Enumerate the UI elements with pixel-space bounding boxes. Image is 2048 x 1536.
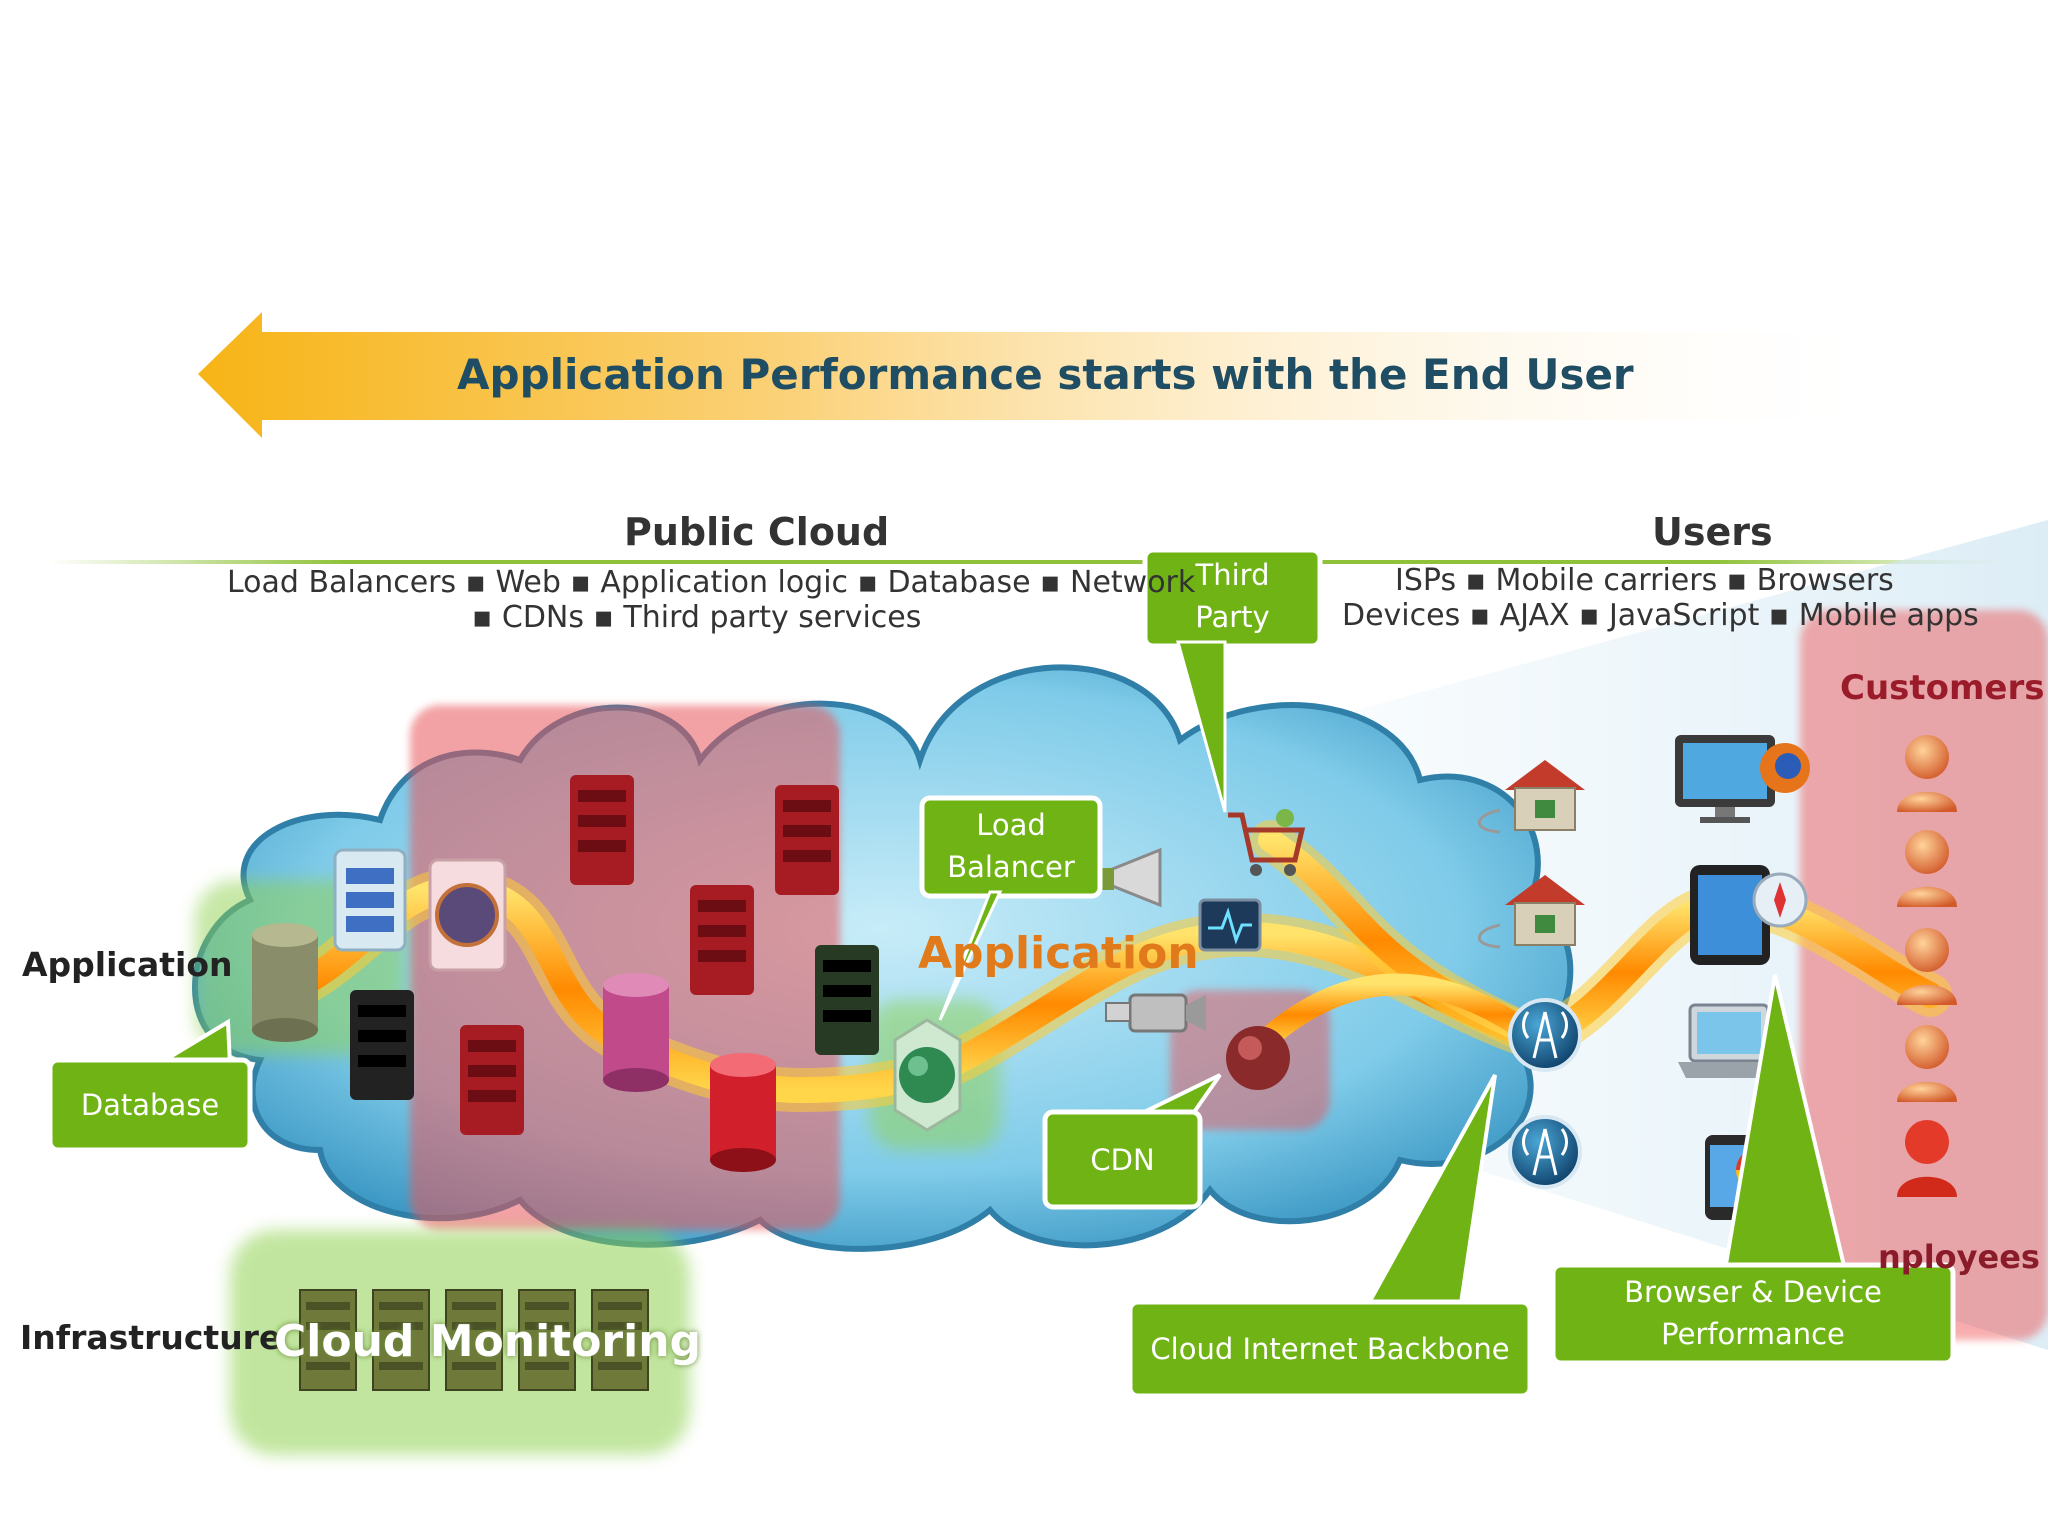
person-icon bbox=[1897, 928, 1957, 1005]
users-components-line1: ISPs ▪ Mobile carriers ▪ Browsers bbox=[1395, 563, 1894, 598]
public-cloud-components-line1: Load Balancers ▪ Web ▪ Application logic… bbox=[227, 565, 1196, 600]
network-tower-icon bbox=[1508, 1115, 1582, 1189]
third-party-callout-line1: Third bbox=[1195, 558, 1270, 592]
server-rack-icon bbox=[350, 990, 414, 1100]
browser-device-callout-label: Browser & Device Performance bbox=[1553, 1271, 1953, 1355]
third-party-callout bbox=[1142, 547, 1323, 813]
cdn-callout bbox=[1042, 1073, 1222, 1210]
megaphone-icon bbox=[1100, 847, 1162, 908]
users-heading: Users bbox=[1652, 510, 1773, 554]
globe-server-icon bbox=[428, 858, 507, 972]
load-balancer-callout-label: Load Balancer bbox=[922, 804, 1100, 888]
web-server-stack-icon bbox=[333, 848, 407, 952]
cloud-application-label: Application bbox=[918, 928, 1199, 979]
person-icon bbox=[1897, 735, 1957, 812]
infrastructure-servers bbox=[299, 1289, 649, 1391]
employees-label: nployees bbox=[1878, 1238, 2040, 1276]
load-balancer-callout bbox=[919, 795, 1103, 1021]
third-party-callout-line2: Party bbox=[1195, 600, 1270, 634]
backbone-callout bbox=[1127, 1074, 1533, 1399]
load-balancer-callout-line2: Balancer bbox=[947, 850, 1075, 884]
person-icon bbox=[1897, 1025, 1957, 1102]
database-icon bbox=[710, 1053, 776, 1172]
shopping-cart-icon bbox=[1228, 809, 1306, 876]
database-icon bbox=[603, 973, 669, 1092]
application-row-label: Application bbox=[22, 945, 233, 984]
banner-arrow bbox=[198, 312, 1900, 438]
database-icon bbox=[252, 923, 318, 1042]
server-rack-icon bbox=[460, 1025, 524, 1135]
house-icon bbox=[1477, 760, 1585, 834]
database-callout bbox=[47, 1018, 253, 1153]
server-rack-icon bbox=[775, 785, 839, 895]
cdn-callout-label: CDN bbox=[1090, 1143, 1155, 1177]
server-rack-icon bbox=[815, 945, 879, 1055]
load-balancer-globe-icon bbox=[893, 1018, 962, 1132]
server-rack-icon bbox=[690, 885, 754, 995]
public-cloud-heading: Public Cloud bbox=[624, 510, 890, 554]
infrastructure-row-label: Infrastructure bbox=[20, 1318, 282, 1357]
person-icon bbox=[1897, 1120, 1957, 1197]
house-icon bbox=[1477, 875, 1585, 949]
cdn-globe-icon bbox=[1226, 1026, 1290, 1090]
person-icon bbox=[1897, 830, 1957, 907]
browser-device-callout-line2: Performance bbox=[1661, 1317, 1845, 1351]
header-divider-line bbox=[50, 560, 2010, 564]
browser-device-callout-line1: Browser & Device bbox=[1624, 1275, 1882, 1309]
desktop-firefox-icon bbox=[1675, 735, 1810, 823]
monitor-icon bbox=[1198, 898, 1262, 952]
users-components-line2: Devices ▪ AJAX ▪ JavaScript ▪ Mobile app… bbox=[1342, 598, 1979, 633]
cloud-monitoring-label: Cloud Monitoring bbox=[274, 1316, 702, 1367]
load-balancer-callout-line1: Load bbox=[976, 808, 1046, 842]
backbone-callout-label: Cloud Internet Backbone bbox=[1150, 1332, 1510, 1366]
tablet-safari-icon bbox=[1690, 865, 1808, 965]
browser-device-callout bbox=[1550, 974, 1956, 1366]
server-rack-icon bbox=[570, 775, 634, 885]
video-camera-icon bbox=[1105, 993, 1206, 1033]
third-party-callout-label: Third Party bbox=[1145, 554, 1320, 638]
network-tower-icon bbox=[1508, 998, 1582, 1072]
public-cloud-components-line2: ▪ CDNs ▪ Third party services bbox=[472, 600, 922, 635]
customers-label: Customers bbox=[1840, 668, 2045, 708]
database-callout-label: Database bbox=[80, 1088, 220, 1122]
banner-title: Application Performance starts with the … bbox=[457, 350, 1634, 399]
